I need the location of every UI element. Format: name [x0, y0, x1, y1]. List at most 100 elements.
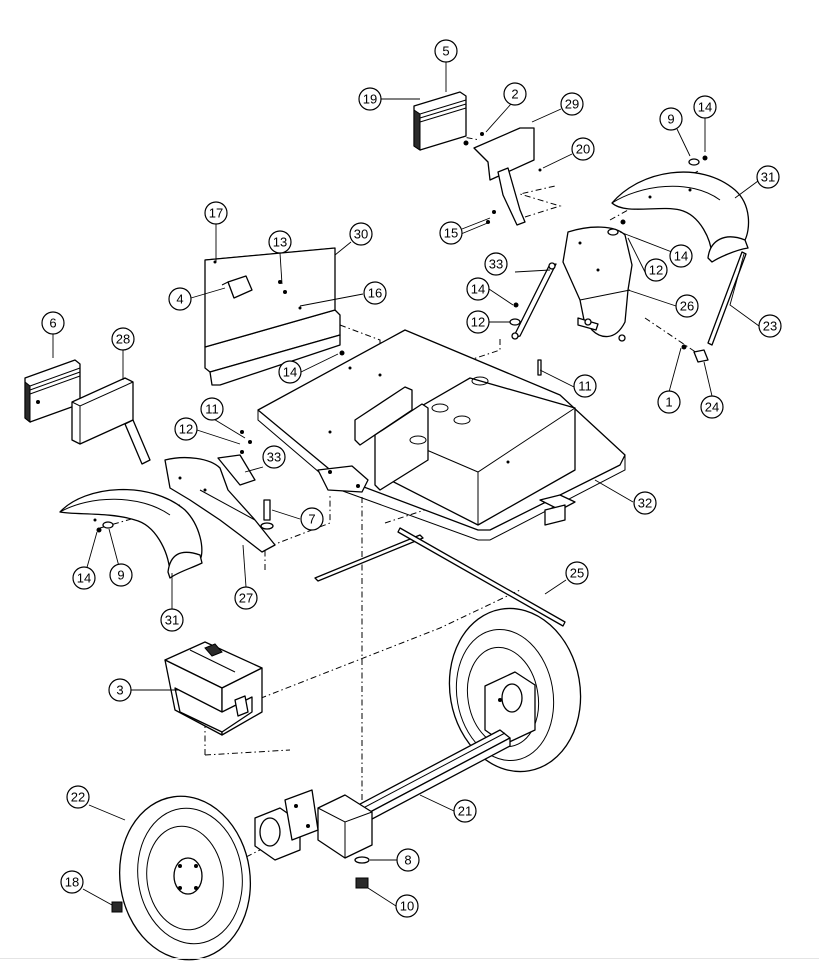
leader-lines	[52, 62, 760, 907]
callout-14-shock: 14	[466, 277, 490, 301]
callout-30: 30	[349, 222, 373, 246]
svg-text:31: 31	[165, 613, 179, 628]
svg-text:15: 15	[444, 226, 458, 241]
callout-12-shock: 12	[466, 310, 490, 334]
callout-14-top: 14	[693, 95, 717, 119]
svg-text:25: 25	[570, 566, 584, 581]
tie-rod	[681, 251, 747, 363]
svg-text:23: 23	[763, 319, 777, 334]
svg-text:19: 19	[363, 92, 377, 107]
callout-13: 13	[268, 230, 292, 254]
callout-2: 2	[503, 82, 527, 106]
svg-text:14: 14	[283, 365, 297, 380]
callout-31-left: 31	[160, 608, 184, 632]
svg-text:14: 14	[698, 100, 712, 115]
axle-rod	[314, 527, 566, 627]
svg-text:27: 27	[239, 591, 253, 606]
svg-text:20: 20	[576, 142, 590, 157]
svg-text:2: 2	[511, 87, 518, 102]
svg-text:21: 21	[458, 804, 472, 819]
svg-text:7: 7	[308, 512, 315, 527]
callout-4: 4	[168, 287, 192, 311]
svg-text:31: 31	[761, 170, 775, 185]
callout-27: 27	[234, 586, 258, 610]
svg-text:33: 33	[267, 450, 281, 465]
svg-text:1: 1	[665, 395, 672, 410]
battery-box	[164, 641, 263, 736]
svg-text:12: 12	[471, 315, 485, 330]
fender-right	[611, 171, 750, 263]
svg-text:18: 18	[65, 875, 79, 890]
svg-text:32: 32	[638, 496, 652, 511]
svg-text:6: 6	[49, 316, 56, 331]
callout-23: 23	[758, 314, 782, 338]
svg-text:11: 11	[578, 379, 592, 394]
callout-26: 26	[675, 294, 699, 318]
tail-light-assembly-left	[24, 359, 151, 465]
callout-1: 1	[657, 390, 681, 414]
callout-28: 28	[111, 327, 135, 351]
callout-22: 22	[66, 785, 90, 809]
callout-16: 16	[363, 281, 387, 305]
svg-text:11: 11	[205, 402, 219, 417]
wheel-left	[118, 789, 319, 961]
svg-text:16: 16	[368, 286, 382, 301]
fender-left	[59, 488, 203, 579]
svg-text:12: 12	[179, 422, 193, 437]
svg-text:33: 33	[489, 257, 503, 272]
svg-text:9: 9	[117, 568, 124, 583]
callout-14-fender-right: 14	[669, 244, 693, 268]
callout-18: 18	[60, 870, 84, 894]
callout-10: 10	[395, 894, 419, 918]
svg-text:12: 12	[649, 263, 663, 278]
callout-9-fender-left: 9	[109, 563, 133, 587]
axle-beam	[317, 729, 511, 859]
callout-11-right: 11	[573, 374, 597, 398]
bottom-rule	[0, 958, 819, 959]
svg-text:14: 14	[674, 249, 688, 264]
callout-21: 21	[453, 799, 477, 823]
svg-text:22: 22	[71, 790, 85, 805]
shock-right	[511, 262, 557, 340]
svg-text:4: 4	[176, 292, 183, 307]
svg-text:28: 28	[116, 332, 130, 347]
svg-text:17: 17	[209, 206, 223, 221]
callout-19: 19	[358, 87, 382, 111]
svg-text:29: 29	[565, 97, 579, 112]
callout-14-fender-left: 14	[72, 566, 96, 590]
callout-33-left: 33	[262, 445, 286, 469]
callout-6: 6	[41, 311, 65, 335]
callout-25: 25	[565, 561, 589, 585]
callout-32: 32	[633, 491, 657, 515]
light-bar-bracket	[204, 247, 341, 386]
svg-text:8: 8	[404, 853, 411, 868]
svg-text:9: 9	[667, 112, 674, 127]
callout-11-left: 11	[200, 397, 224, 421]
callout-29: 29	[560, 92, 584, 116]
callout-9-top: 9	[659, 107, 683, 131]
callout-8: 8	[396, 848, 420, 872]
svg-text:5: 5	[442, 44, 449, 59]
callout-5: 5	[434, 39, 458, 63]
callout-3: 3	[108, 678, 132, 702]
callout-20: 20	[571, 137, 595, 161]
tail-light-assembly-top	[410, 91, 542, 226]
svg-text:24: 24	[705, 400, 719, 415]
chassis-frame	[257, 329, 626, 541]
callout-12-left: 12	[174, 417, 198, 441]
svg-text:26: 26	[680, 299, 694, 314]
fender-bracket-left	[164, 450, 276, 553]
callout-14-bed: 14	[278, 360, 302, 384]
svg-text:13: 13	[273, 235, 287, 250]
callout-12-fender-right: 12	[644, 258, 668, 282]
callout-31-right: 31	[756, 165, 780, 189]
callout-33-right: 33	[484, 252, 508, 276]
svg-text:14: 14	[77, 571, 91, 586]
svg-text:30: 30	[354, 227, 368, 242]
callout-24: 24	[700, 395, 724, 419]
wheel-right	[448, 607, 582, 773]
svg-text:3: 3	[116, 683, 123, 698]
callout-balloons: 5 19 2 29 20 9 14 31 17 13 30 15 14 12 3…	[41, 39, 782, 918]
fender-bracket-right	[562, 226, 633, 342]
